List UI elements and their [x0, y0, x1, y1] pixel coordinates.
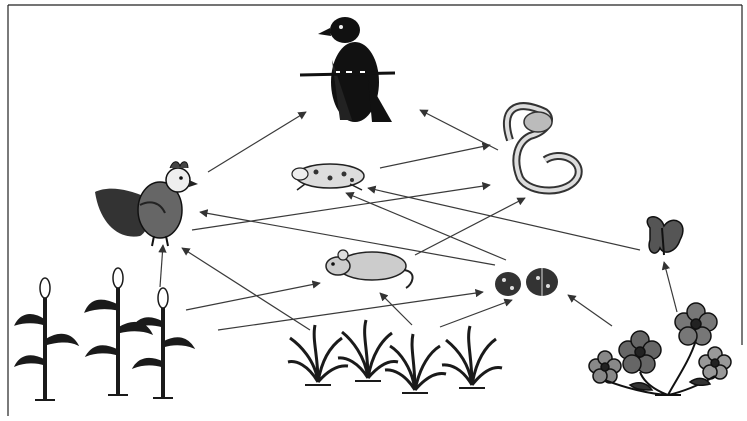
mouse-icon	[325, 249, 414, 289]
arrow-chicken-to-hawk	[207, 111, 307, 173]
arrow-flowers-to-beetles	[567, 294, 613, 327]
arrow-frog-to-snake	[379, 142, 491, 169]
arrow-corn-to-mouse	[185, 280, 321, 311]
arrow-butterfly-to-frog	[367, 185, 641, 251]
arrow-corn-to-chicken	[158, 244, 167, 288]
arrow-snake-to-hawk	[419, 109, 499, 151]
arrow-mouse-to-snake	[414, 197, 526, 256]
arrow-rice-to-beetles	[439, 298, 513, 328]
corn-plant-icon	[13, 267, 196, 401]
chicken-icon	[95, 161, 198, 247]
butterfly-icon	[646, 216, 684, 256]
arrow-beetles-to-chicken	[199, 209, 496, 266]
arrow-rice-to-mouse	[379, 292, 413, 326]
snake-icon	[502, 102, 583, 195]
arrow-chicken-to-snake	[191, 181, 491, 231]
frog-icon	[291, 163, 365, 191]
beetle-icon	[495, 268, 558, 296]
arrow-beetles-to-frog	[345, 192, 507, 261]
arrow-corn-to-beetles	[217, 288, 484, 331]
flower-icon	[588, 302, 732, 396]
arrow-flowers-to-butterfly	[661, 261, 678, 313]
hawk-icon	[299, 17, 396, 122]
rice-plant-icon	[287, 319, 503, 394]
arrows	[158, 109, 678, 331]
arrow-rice-to-chicken	[181, 247, 311, 331]
